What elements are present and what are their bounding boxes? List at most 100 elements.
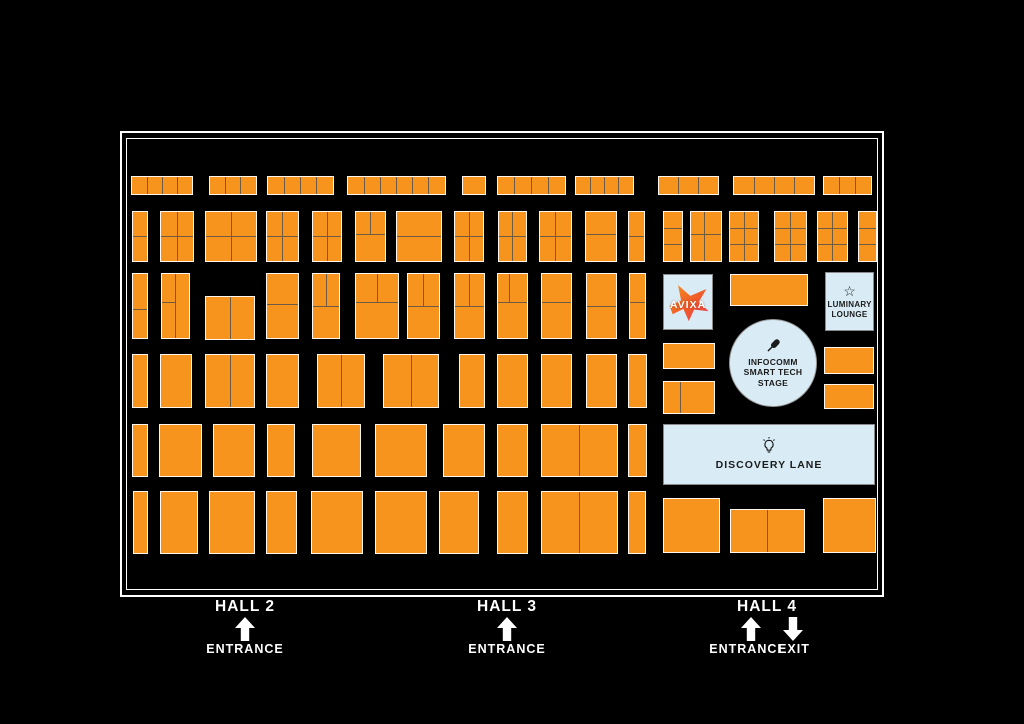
- booth[interactable]: [383, 354, 439, 408]
- booth[interactable]: [541, 491, 618, 554]
- booth[interactable]: [132, 211, 148, 262]
- booth[interactable]: [355, 273, 399, 339]
- booth[interactable]: [312, 424, 361, 477]
- booth[interactable]: [663, 211, 683, 262]
- discovery-lane-area[interactable]: DISCOVERY LANE: [663, 424, 875, 485]
- booth[interactable]: [407, 273, 440, 339]
- booth[interactable]: [213, 424, 255, 477]
- booth[interactable]: [541, 424, 618, 477]
- booth-divider: [859, 243, 876, 245]
- avixa-logo-icon: [669, 285, 709, 322]
- booth-divider: [854, 177, 856, 194]
- booth[interactable]: [443, 424, 485, 477]
- booth[interactable]: [266, 354, 299, 408]
- booth-strip[interactable]: [823, 176, 872, 195]
- booth[interactable]: [454, 273, 485, 339]
- booth-strip[interactable]: [131, 176, 193, 195]
- booth-strip[interactable]: [497, 176, 566, 195]
- booth-divider: [629, 236, 644, 237]
- booth[interactable]: [439, 491, 479, 554]
- booth-divider: [412, 177, 414, 194]
- booth[interactable]: [312, 211, 342, 262]
- booth[interactable]: [629, 273, 646, 339]
- booth[interactable]: [267, 424, 295, 477]
- booth[interactable]: [375, 424, 427, 477]
- booth[interactable]: [160, 354, 192, 408]
- booth-divider: [162, 302, 176, 304]
- booth-strip[interactable]: [209, 176, 257, 195]
- booth[interactable]: [396, 211, 442, 262]
- booth[interactable]: [497, 424, 528, 477]
- star-icon: ☆: [843, 282, 856, 299]
- luminary-lounge-area[interactable]: ☆ LUMINARY LOUNGE: [825, 272, 874, 331]
- booth[interactable]: [132, 354, 148, 408]
- booth[interactable]: [454, 211, 484, 262]
- booth[interactable]: [498, 211, 527, 262]
- booth-divider: [206, 236, 256, 237]
- booth[interactable]: [375, 491, 427, 554]
- avixa-booth[interactable]: AVIXA: [663, 274, 713, 330]
- booth[interactable]: [312, 273, 340, 339]
- booth[interactable]: [205, 354, 255, 408]
- booth[interactable]: [355, 211, 386, 262]
- booth[interactable]: [628, 211, 645, 262]
- booth[interactable]: [497, 354, 528, 408]
- booth[interactable]: [205, 296, 255, 340]
- booth[interactable]: [628, 424, 647, 477]
- booth[interactable]: [541, 354, 572, 408]
- booth[interactable]: [585, 211, 617, 262]
- booth[interactable]: [817, 211, 848, 262]
- booth[interactable]: [628, 491, 646, 554]
- booth-divider: [793, 177, 795, 194]
- booth[interactable]: [159, 424, 202, 477]
- booth-divider: [133, 236, 147, 237]
- booth[interactable]: [160, 211, 194, 262]
- booth[interactable]: [824, 347, 874, 374]
- booth-strip[interactable]: [658, 176, 719, 195]
- booth[interactable]: [266, 491, 297, 554]
- booth[interactable]: [586, 273, 617, 339]
- booth[interactable]: [663, 381, 715, 414]
- booth[interactable]: [497, 491, 528, 554]
- booth[interactable]: [133, 491, 148, 554]
- booth-divider: [678, 177, 680, 194]
- smart-tech-stage-label: INFOCOMM SMART TECH STAGE: [743, 356, 803, 388]
- booth-strip[interactable]: [347, 176, 446, 195]
- booth-strip[interactable]: [575, 176, 634, 195]
- booth[interactable]: [266, 211, 299, 262]
- booth[interactable]: [823, 498, 876, 553]
- booth-strip[interactable]: [462, 176, 486, 195]
- smart-tech-stage-circle[interactable]: INFOCOMM SMART TECH STAGE: [729, 319, 817, 407]
- booth[interactable]: [690, 211, 722, 262]
- booth[interactable]: [160, 491, 198, 554]
- booth[interactable]: [205, 211, 257, 262]
- booth[interactable]: [729, 211, 759, 262]
- booth[interactable]: [663, 498, 720, 553]
- booth[interactable]: [663, 343, 715, 369]
- booth[interactable]: [209, 491, 255, 554]
- booth[interactable]: [266, 273, 299, 339]
- booth[interactable]: [586, 354, 617, 408]
- booth-strip[interactable]: [267, 176, 334, 195]
- booth[interactable]: [774, 211, 807, 262]
- booth-strip[interactable]: [733, 176, 815, 195]
- booth-divider: [283, 177, 285, 194]
- booth[interactable]: [858, 211, 877, 262]
- booth[interactable]: [132, 273, 148, 339]
- booth[interactable]: [824, 384, 874, 409]
- booth[interactable]: [539, 211, 572, 262]
- booth-divider: [370, 212, 371, 235]
- booth[interactable]: [730, 509, 805, 553]
- booth[interactable]: [628, 354, 647, 408]
- booth[interactable]: [311, 491, 363, 554]
- booth[interactable]: [132, 424, 148, 477]
- booth[interactable]: [459, 354, 485, 408]
- booth[interactable]: [161, 273, 190, 339]
- booth[interactable]: [730, 274, 808, 306]
- booth-divider: [313, 236, 341, 237]
- hall-label: HALL 2: [215, 598, 275, 615]
- booth[interactable]: [497, 273, 528, 339]
- booth[interactable]: [541, 273, 572, 339]
- booth[interactable]: [317, 354, 365, 408]
